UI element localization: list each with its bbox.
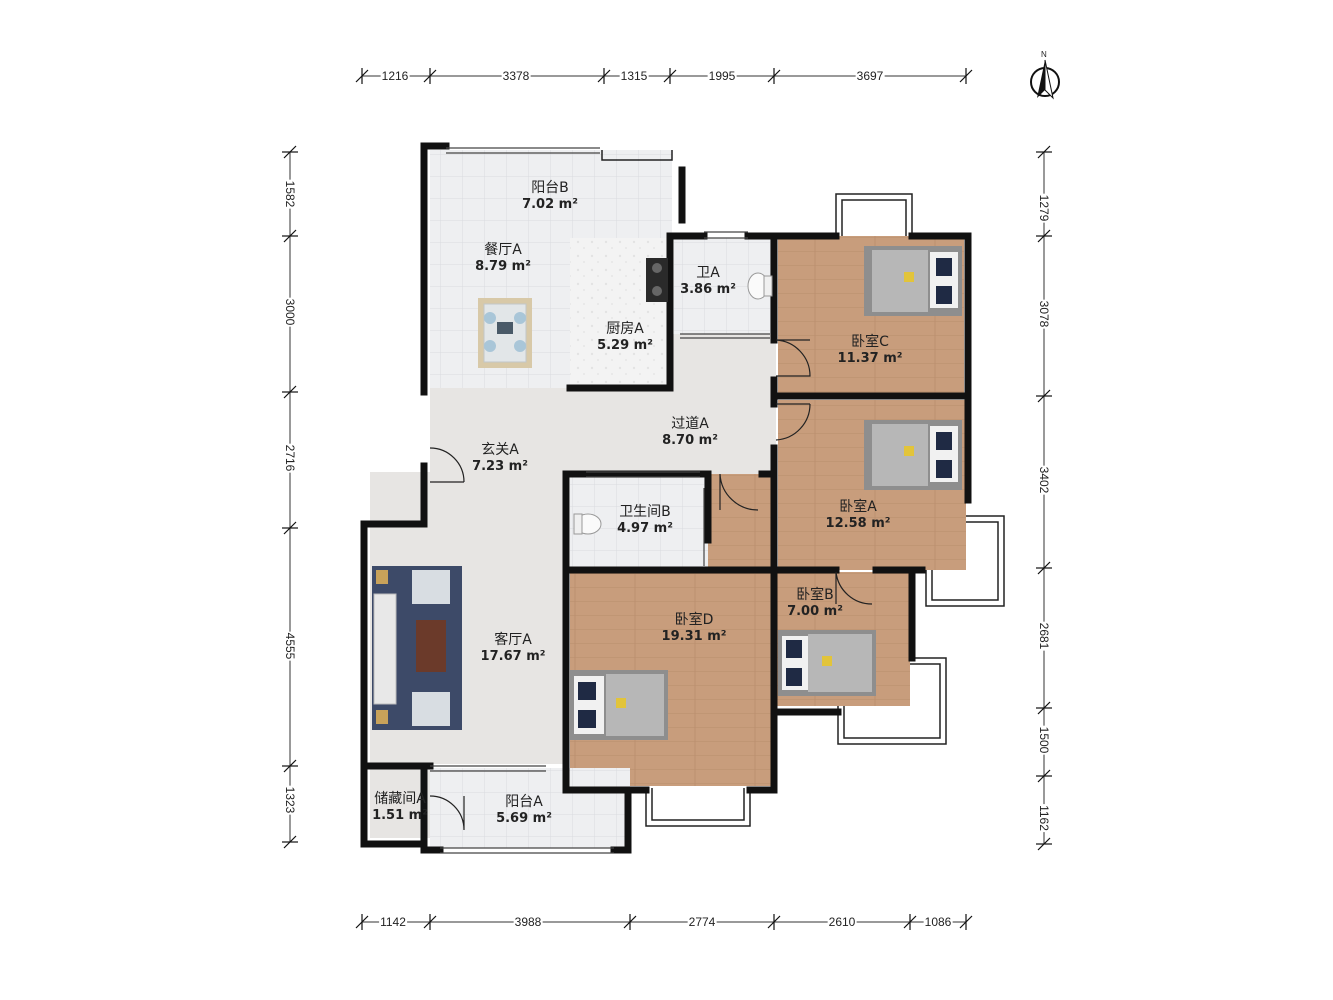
floor-balcony-b [430, 150, 672, 240]
dimension-tick [423, 69, 437, 83]
dimension-label-top: 3378 [501, 69, 531, 83]
dimension-tick [355, 915, 369, 929]
dimension-tick [283, 759, 297, 773]
dimension-tick [903, 915, 917, 929]
dimension-tick [423, 915, 437, 929]
dimension-label-top: 3697 [855, 69, 885, 83]
dimension-label-top: 1315 [619, 69, 649, 83]
dimension-tick [1037, 837, 1051, 851]
floor-hallway-ext [668, 334, 776, 390]
dimension-tick [767, 915, 781, 929]
bay-windows [601, 150, 1005, 827]
dimension-tick [623, 915, 637, 929]
door-bedroom-d [719, 473, 759, 511]
door-bedroom-a [775, 403, 811, 441]
dimension-label-top: 1216 [380, 69, 410, 83]
dimension-label-right: 1162 [1037, 804, 1051, 832]
dimension-label-left: 1582 [283, 179, 297, 209]
doors [429, 339, 873, 831]
dimension-tick [959, 915, 973, 929]
dimension-label-left: 4555 [283, 631, 297, 661]
stove-icon [646, 258, 668, 302]
door-storage [429, 795, 465, 831]
dimension-tick [355, 69, 369, 83]
door-bedroom-b [835, 571, 873, 605]
door-bedroom-c [775, 339, 811, 377]
floor-balcony-a [430, 768, 630, 848]
dimension-label-right: 2681 [1037, 621, 1051, 651]
dimension-label-left: 3000 [283, 297, 297, 327]
dimension-label-left: 2716 [283, 443, 297, 473]
dimension-tick [283, 385, 297, 399]
dimension-tick [1037, 561, 1051, 575]
furniture [372, 246, 962, 740]
dimension-label-bottom: 1142 [379, 915, 407, 929]
dimension-label-bottom: 3988 [513, 915, 543, 929]
windows [430, 147, 770, 854]
dimension-label-bottom: 1086 [923, 915, 953, 929]
walls [360, 142, 972, 854]
dimension-tick [1037, 145, 1051, 159]
dimension-tick [1037, 701, 1051, 715]
dimension-tick [283, 229, 297, 243]
bed-icon [570, 670, 668, 740]
bed-icon [778, 630, 876, 696]
toilet-icon [747, 272, 773, 300]
dimension-label-left: 1323 [283, 785, 297, 815]
dimension-tick [1037, 229, 1051, 243]
dimension-tick [767, 69, 781, 83]
dimension-tick [283, 145, 297, 159]
compass-label: N [1041, 50, 1047, 59]
dimension-tick [283, 835, 297, 849]
dimension-tick [1037, 769, 1051, 783]
dimension-tick [283, 521, 297, 535]
door-entry [429, 447, 465, 483]
sofa-icon [372, 566, 462, 730]
floor-corridor-d [708, 474, 774, 570]
dimension-label-right: 1500 [1037, 725, 1051, 755]
north-compass-icon: N [1027, 48, 1063, 104]
bed-icon [864, 420, 962, 490]
floor-storage [370, 768, 430, 838]
dimension-label-right: 1279 [1037, 193, 1051, 223]
dimension-label-bottom: 2774 [687, 915, 717, 929]
bed-icon [864, 246, 962, 316]
coffee-table-icon [416, 620, 446, 672]
dimension-ticks [282, 68, 1052, 930]
dimension-label-right: 3402 [1037, 465, 1051, 495]
dimension-tick [597, 69, 611, 83]
dimension-label-bottom: 2610 [827, 915, 857, 929]
dimension-label-top: 1995 [707, 69, 737, 83]
dimension-tick [1037, 389, 1051, 403]
dimension-tick [663, 69, 677, 83]
dimension-tick [959, 69, 973, 83]
dimension-label-right: 3078 [1037, 299, 1051, 329]
floor-entry-left [430, 388, 568, 478]
toilet-icon [573, 513, 602, 535]
